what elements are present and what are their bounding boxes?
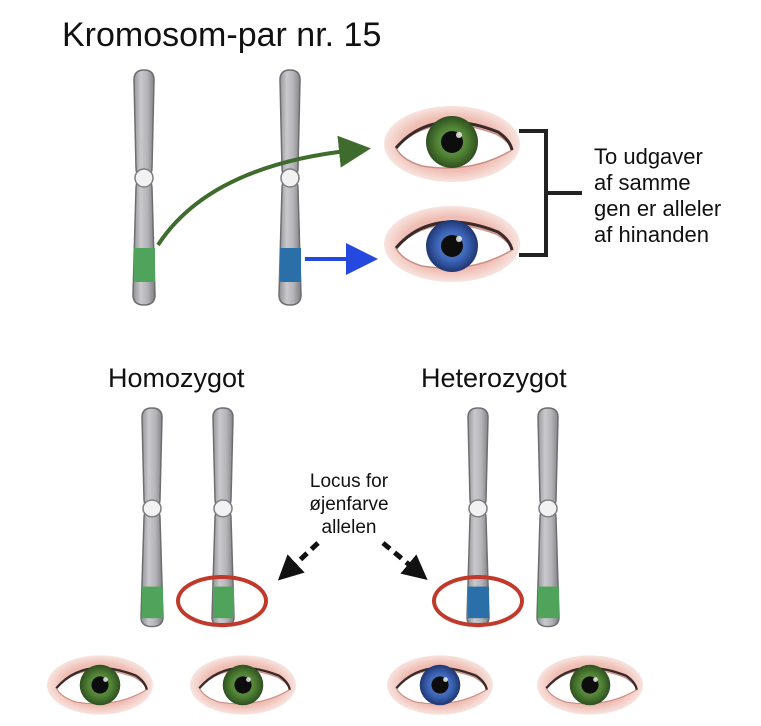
- allele-note-line: af hinanden: [594, 222, 709, 247]
- heterozygous-label: Heterozygot: [421, 363, 567, 393]
- chromosome-icon: [211, 407, 235, 628]
- diagram-title: Kromosom-par nr. 15: [62, 16, 382, 54]
- green-allele-band: [538, 586, 559, 619]
- locus-circle: [432, 575, 524, 627]
- blue-eye-icon: [382, 204, 522, 284]
- green-allele-band: [142, 586, 163, 619]
- allele-note-line: To udgaver: [594, 144, 703, 169]
- chromosome-icon: [140, 407, 164, 628]
- allele-note-line: gen er alleler: [594, 196, 722, 221]
- allele-note-line: af samme: [594, 170, 691, 195]
- green-arrow: [156, 135, 371, 247]
- green-eye-icon: [188, 654, 298, 716]
- green-eye-icon: [382, 104, 522, 184]
- locus-note-line: Locus for: [309, 471, 389, 492]
- blue-eye-icon: [385, 654, 495, 716]
- homozygous-label: Homozygot: [108, 363, 245, 393]
- locus-circle: [176, 575, 268, 627]
- locus-pointer-arrow-right: [381, 541, 428, 580]
- locus-pointer-arrow-left: [277, 541, 320, 581]
- bracket: [519, 129, 582, 257]
- green-allele-band: [134, 248, 155, 282]
- locus-note-line: allelen: [321, 517, 377, 538]
- chromosome-icon: [278, 69, 302, 306]
- green-eye-icon: [45, 654, 155, 716]
- locus-note-line: øjenfarve: [309, 494, 389, 515]
- blue-allele-band: [280, 248, 301, 282]
- chromosome-icon: [536, 407, 560, 628]
- allele-note: To udgaver af samme gen er alleler af hi…: [594, 144, 721, 248]
- locus-note: Locus for øjenfarve allelen: [280, 470, 418, 539]
- chromosome-icon: [132, 69, 156, 306]
- blue-allele-band: [468, 586, 489, 619]
- green-allele-band: [213, 586, 234, 619]
- chromosome-icon: [466, 407, 490, 628]
- green-eye-icon: [535, 654, 645, 716]
